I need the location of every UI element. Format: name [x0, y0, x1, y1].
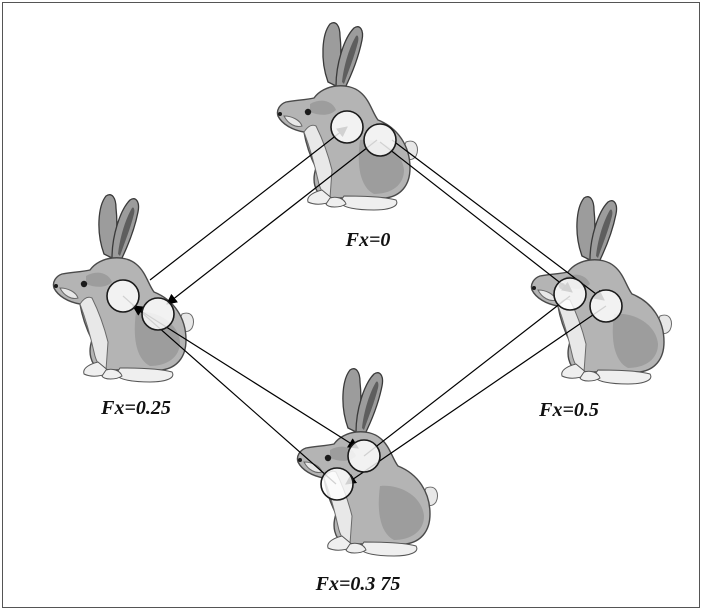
state-label-left: Fx=0.25 — [100, 397, 171, 419]
state-label-bottom: Fx=0.3 75 — [315, 573, 401, 595]
marker-circle — [106, 279, 140, 313]
state-label-top: Fx=0 — [345, 229, 391, 251]
marker-circle — [320, 467, 354, 501]
transition-arrow — [345, 305, 607, 485]
transition-arrow — [132, 305, 359, 449]
marker-circle — [363, 123, 397, 157]
transition-arrow — [363, 295, 571, 457]
transition-arrow — [379, 141, 573, 293]
transition-arrow — [391, 139, 605, 301]
marker-circle — [330, 110, 364, 144]
transition-arrow — [149, 126, 348, 281]
marker-circle — [141, 297, 175, 331]
state-label-right: Fx=0.5 — [538, 399, 599, 421]
marker-circle — [553, 277, 587, 311]
transition-arrow — [166, 139, 378, 305]
marker-circle — [589, 289, 623, 323]
position-markers — [106, 110, 623, 501]
marker-circle — [347, 439, 381, 473]
